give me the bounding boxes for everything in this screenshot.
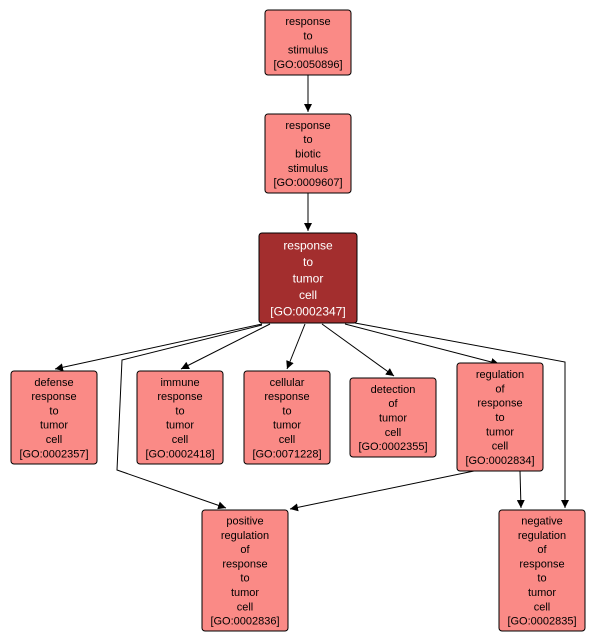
node-label-line: positive	[226, 515, 263, 527]
edge-arrow	[516, 470, 525, 509]
node-label-line: to	[175, 405, 184, 417]
node-label-line: stimulus	[288, 163, 329, 175]
node-label-line: of	[240, 544, 250, 556]
node-label-line: defense	[34, 377, 73, 389]
node-go-id: [GO:0002347]	[270, 305, 345, 319]
node-label-line: cell	[279, 434, 296, 446]
edges-layer	[54, 75, 569, 512]
go-term-node[interactable]: positive regulation of response to tumor cell […	[201, 509, 289, 632]
edge-arrow	[54, 323, 263, 372]
node-label-line: response	[285, 16, 330, 28]
edge-arrow	[116, 324, 263, 510]
node-label-line: of	[388, 398, 398, 410]
node-label-line: response	[264, 391, 309, 403]
node-label-line: tumor	[486, 426, 514, 438]
node-label-line: tumor	[379, 413, 407, 425]
node-label-line: tumor	[40, 420, 68, 432]
node-label-line: to	[303, 30, 312, 42]
node-box	[349, 377, 437, 458]
node-label-line: response	[283, 239, 333, 253]
node-label-line: response	[31, 391, 76, 403]
node-label-line: regulation	[221, 530, 269, 542]
node-box	[264, 9, 352, 76]
node-go-id: [GO:0002834]	[465, 455, 534, 467]
node-label-line: tumor	[293, 272, 324, 286]
node-label-line: response	[519, 558, 564, 570]
node-label-line: regulation	[476, 369, 524, 381]
node-label-line: to	[303, 255, 313, 269]
node-label-line: immune	[160, 377, 199, 389]
node-label-line: stimulus	[288, 45, 329, 57]
edge-arrow	[354, 322, 569, 508]
node-label-line: cell	[492, 441, 509, 453]
go-term-node[interactable]: response to stimulus [GO:0050896]	[264, 9, 352, 76]
node-go-id: [GO:0002357]	[19, 448, 88, 460]
node-label-line: tumor	[166, 420, 194, 432]
node-box	[243, 370, 331, 465]
node-go-id: [GO:0002836]	[210, 616, 279, 628]
node-label-line: cell	[172, 434, 189, 446]
go-term-node[interactable]: response to biotic stimulus [GO:0009607]	[264, 113, 352, 194]
node-label-line: to	[282, 405, 291, 417]
node-label-line: response	[157, 391, 202, 403]
nodes-layer: response to stimulus [GO:0050896] response to…	[10, 9, 586, 632]
node-label-line: response	[477, 398, 522, 410]
edge-arrow	[286, 323, 306, 370]
node-label-line: response	[285, 120, 330, 132]
node-box	[201, 509, 289, 632]
go-term-node[interactable]: regulation of response to tumor cell [GO:00028…	[456, 362, 544, 472]
node-label-line: cell	[299, 288, 317, 302]
node-label-line: cell	[237, 601, 254, 613]
go-term-node[interactable]: immune response to tumor cell [GO:0002418]	[136, 370, 224, 465]
node-label-line: of	[495, 383, 505, 395]
node-label-line: biotic	[295, 149, 321, 161]
focus-term-node[interactable]: response to tumor cell [GO:0002347]	[258, 232, 358, 324]
node-box	[10, 370, 98, 465]
node-box	[498, 509, 586, 632]
node-go-id: [GO:0002835]	[507, 616, 576, 628]
edge-arrow	[289, 470, 475, 512]
go-term-node[interactable]: defense response to tumor cell [GO:0002357]	[10, 370, 98, 465]
node-label-line: cell	[385, 427, 402, 439]
edge-arrow	[344, 323, 500, 366]
go-term-node[interactable]: negative regulation of response to tumor cell […	[498, 509, 586, 632]
node-go-id: [GO:0002355]	[358, 441, 427, 453]
node-label-line: to	[303, 134, 312, 146]
node-label-line: to	[537, 573, 546, 585]
go-term-node[interactable]: detection of tumor cell [GO:0002355]	[349, 377, 437, 458]
node-box	[456, 362, 544, 472]
node-label-line: tumor	[231, 587, 259, 599]
edge-arrow	[180, 323, 271, 370]
node-go-id: [GO:0002418]	[145, 448, 214, 460]
node-label-line: cellular	[270, 377, 305, 389]
node-label-line: of	[537, 544, 547, 556]
node-label-line: regulation	[518, 530, 566, 542]
node-label-line: to	[49, 405, 58, 417]
node-label-line: to	[240, 573, 249, 585]
node-label-line: response	[222, 558, 267, 570]
node-label-line: to	[495, 412, 504, 424]
edge-arrow	[321, 323, 395, 377]
node-box	[264, 113, 352, 194]
node-label-line: tumor	[528, 587, 556, 599]
node-box	[258, 232, 358, 324]
node-box	[136, 370, 224, 465]
node-go-id: [GO:0050896]	[273, 59, 342, 71]
node-label-line: cell	[534, 601, 551, 613]
go-term-node[interactable]: cellular response to tumor cell [GO:0071228]	[243, 370, 331, 465]
node-label-line: negative	[521, 515, 563, 527]
node-go-id: [GO:0071228]	[252, 448, 321, 460]
node-label-line: tumor	[273, 420, 301, 432]
node-go-id: [GO:0009607]	[273, 177, 342, 189]
node-label-line: detection	[371, 384, 416, 396]
node-label-line: cell	[46, 434, 63, 446]
